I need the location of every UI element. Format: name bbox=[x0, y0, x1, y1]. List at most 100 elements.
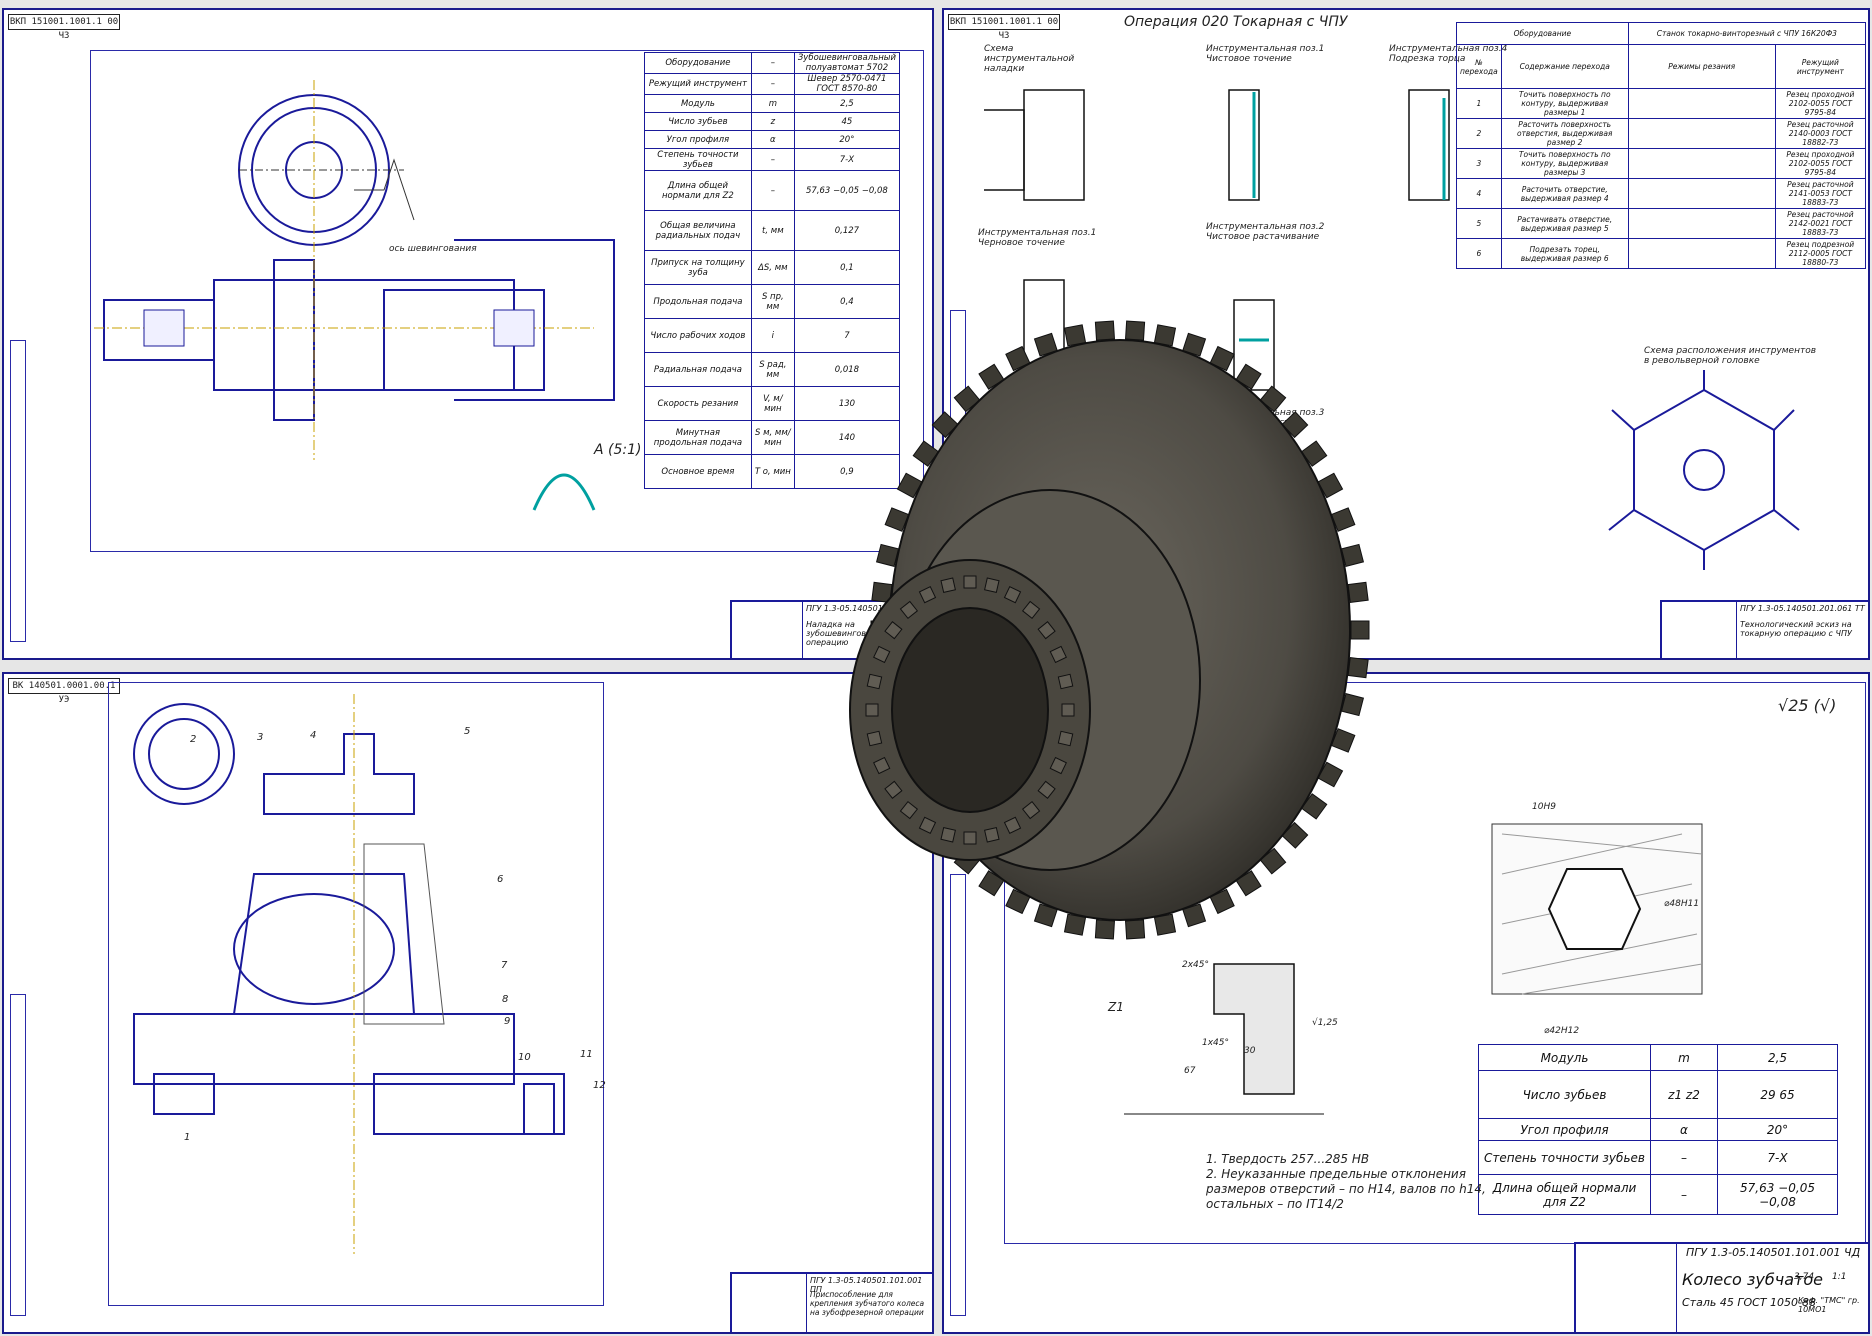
equipment-value: Станок токарно-винторезный с ЧПУ 16К20Ф3 bbox=[1627, 22, 1867, 45]
param-name: Степень точности зубьев bbox=[1478, 1140, 1651, 1175]
spline-tooth bbox=[899, 600, 919, 620]
title-code: ПГУ 1.3-05.140501.101.001 ПП bbox=[810, 1276, 923, 1294]
param-name: Длина общей нормали для Z2 bbox=[644, 170, 752, 211]
param-name: Оборудование bbox=[644, 52, 752, 74]
dim-minor-dia: ⌀42Н12 bbox=[1544, 1026, 1580, 1036]
title-block: ПГУ 1.3-05.140501.101.001 ПП Приспособле… bbox=[730, 1272, 932, 1332]
param-val: 57,63 −0,05 −0,08 bbox=[1717, 1174, 1838, 1215]
param-sym: S пр, мм bbox=[750, 284, 795, 319]
param-sym: – bbox=[750, 148, 795, 171]
title-name: Приспособление для крепления зубчатого к… bbox=[810, 1290, 925, 1317]
param-sym: – bbox=[1650, 1174, 1718, 1215]
dim-chamfer-2: 1x45° bbox=[1202, 1038, 1230, 1048]
title-name: Наладка на зубошевинговальную операцию bbox=[806, 620, 898, 647]
param-val: 2,5 bbox=[1717, 1044, 1838, 1071]
spline-tooth bbox=[963, 831, 977, 845]
step-tool: Резец подрезной 2112-0005 ГОСТ 18880-73 bbox=[1774, 238, 1867, 269]
caption-pos1-rough: Инструментальная поз.1 Черновое точение bbox=[978, 228, 1097, 248]
organization: Каф. "ТМС" гр. 10МО1 bbox=[1798, 1296, 1860, 1314]
section-label: A (5:1) bbox=[594, 442, 642, 458]
param-val: 7-Х bbox=[1717, 1140, 1838, 1175]
spline-bore bbox=[891, 607, 1049, 813]
callout-number: 12 bbox=[593, 1080, 606, 1091]
param-val: 29 65 bbox=[1717, 1070, 1838, 1119]
dim-chamfer-1: 2x45° bbox=[1182, 960, 1210, 970]
surface-roughness: √25 (√) bbox=[1778, 696, 1837, 715]
param-name: Основное время bbox=[644, 454, 752, 489]
technical-notes: 1. Твердость 257...285 НВ 2. Неуказанные… bbox=[1206, 1152, 1486, 1212]
param-val: Шевер 2570-0471 ГОСТ 8570-80 bbox=[793, 73, 901, 95]
param-name: Припуск на толщину зуба bbox=[644, 250, 752, 285]
param-val: 0,9 bbox=[793, 454, 901, 489]
drawing-area bbox=[108, 682, 604, 1306]
step-modes bbox=[1627, 148, 1776, 179]
spline-tooth bbox=[918, 816, 937, 835]
spline-tooth bbox=[1057, 730, 1074, 747]
callout-number: 9 bbox=[504, 1016, 511, 1027]
step-content: Точить поверхность по контуру, выдержива… bbox=[1500, 148, 1629, 179]
note-line: 1. Твердость 257...285 НВ bbox=[1206, 1152, 1370, 1166]
param-sym: V, м/мин bbox=[750, 386, 795, 421]
step-tool: Резец проходной 2102-0055 ГОСТ 9795-84 bbox=[1774, 148, 1867, 179]
param-name: Длина общей нормали для Z2 bbox=[1478, 1174, 1651, 1215]
param-sym: – bbox=[750, 170, 795, 211]
spline-tooth bbox=[984, 577, 1000, 593]
step-modes bbox=[1627, 238, 1776, 269]
shaving-params-table: Оборудование–Зубошевинговальный полуавто… bbox=[644, 52, 901, 489]
param-name: Число зубьев bbox=[1478, 1070, 1651, 1119]
spline-tooth bbox=[873, 645, 891, 664]
title-name: Технологический эскиз на токарную операц… bbox=[1740, 620, 1852, 638]
spline-tooth bbox=[866, 730, 883, 747]
step-content: Расточить отверстие, выдерживая размер 4 bbox=[1500, 178, 1629, 209]
spline-tooth bbox=[1061, 703, 1075, 717]
dim-key-width: 10Н9 bbox=[1532, 802, 1556, 812]
label-z1: Z1 bbox=[1108, 1000, 1124, 1014]
param-val: 7-Х bbox=[793, 148, 901, 171]
step-number: 5 bbox=[1456, 208, 1502, 239]
param-sym: – bbox=[750, 52, 795, 74]
step-tool: Резец проходной 2102-0055 ГОСТ 9795-84 bbox=[1774, 88, 1867, 119]
step-content: Расточить поверхность отверстия, выдержи… bbox=[1500, 118, 1629, 149]
callout-number: 3 bbox=[257, 732, 264, 743]
param-val: 0,1 bbox=[793, 250, 901, 285]
caption-pos2-boring: Инструментальная поз.2 Чистовое растачив… bbox=[1206, 222, 1325, 242]
dim-major-dia: ⌀48Н11 bbox=[1664, 899, 1700, 909]
callout-number: 7 bbox=[501, 960, 508, 971]
step-tool: Резец расточной 2140-0003 ГОСТ 18882-73 bbox=[1774, 118, 1867, 149]
gear-tooth bbox=[1347, 656, 1369, 679]
gear-tooth bbox=[1153, 913, 1177, 936]
param-sym: m bbox=[1650, 1044, 1718, 1071]
param-sym: α bbox=[750, 130, 795, 149]
param-name: Радиальная подача bbox=[644, 352, 752, 387]
sheet-margin-strip bbox=[10, 340, 26, 642]
param-row: Оборудование–Зубошевинговальный полуавто… bbox=[644, 52, 901, 74]
scale: 1:1 bbox=[1832, 1272, 1847, 1282]
step-modes bbox=[1627, 118, 1776, 149]
param-name: Режущий инструмент bbox=[644, 73, 752, 95]
drawing-area bbox=[1004, 682, 1866, 1244]
callout-number: 5 bbox=[464, 726, 471, 737]
spline-tooth bbox=[1037, 621, 1056, 640]
callout-number: 11 bbox=[580, 1049, 593, 1060]
callout-number: 1 bbox=[184, 1132, 191, 1143]
title-block: ПГУ 1.3-05.140501.101.001 ЧД Колесо зубч… bbox=[1574, 1242, 1868, 1332]
caption-setup-scheme: Схема инструментальной наладки bbox=[984, 44, 1075, 74]
turret-head-diagram bbox=[1608, 370, 1800, 570]
col-step-no: № перехода bbox=[1456, 44, 1502, 89]
param-val: 45 bbox=[793, 112, 901, 131]
sheet-stamp: ВКП 151001.1001.1 00 ЧЗ bbox=[948, 14, 1060, 41]
gear-tooth bbox=[1063, 913, 1087, 936]
spline-tooth bbox=[1003, 585, 1022, 604]
param-val: 7 bbox=[793, 318, 901, 353]
spline-tooth bbox=[1021, 800, 1041, 820]
spline-tooth bbox=[866, 673, 883, 690]
gear-3d-render bbox=[849, 320, 1370, 940]
spline-tooth bbox=[984, 827, 1000, 843]
